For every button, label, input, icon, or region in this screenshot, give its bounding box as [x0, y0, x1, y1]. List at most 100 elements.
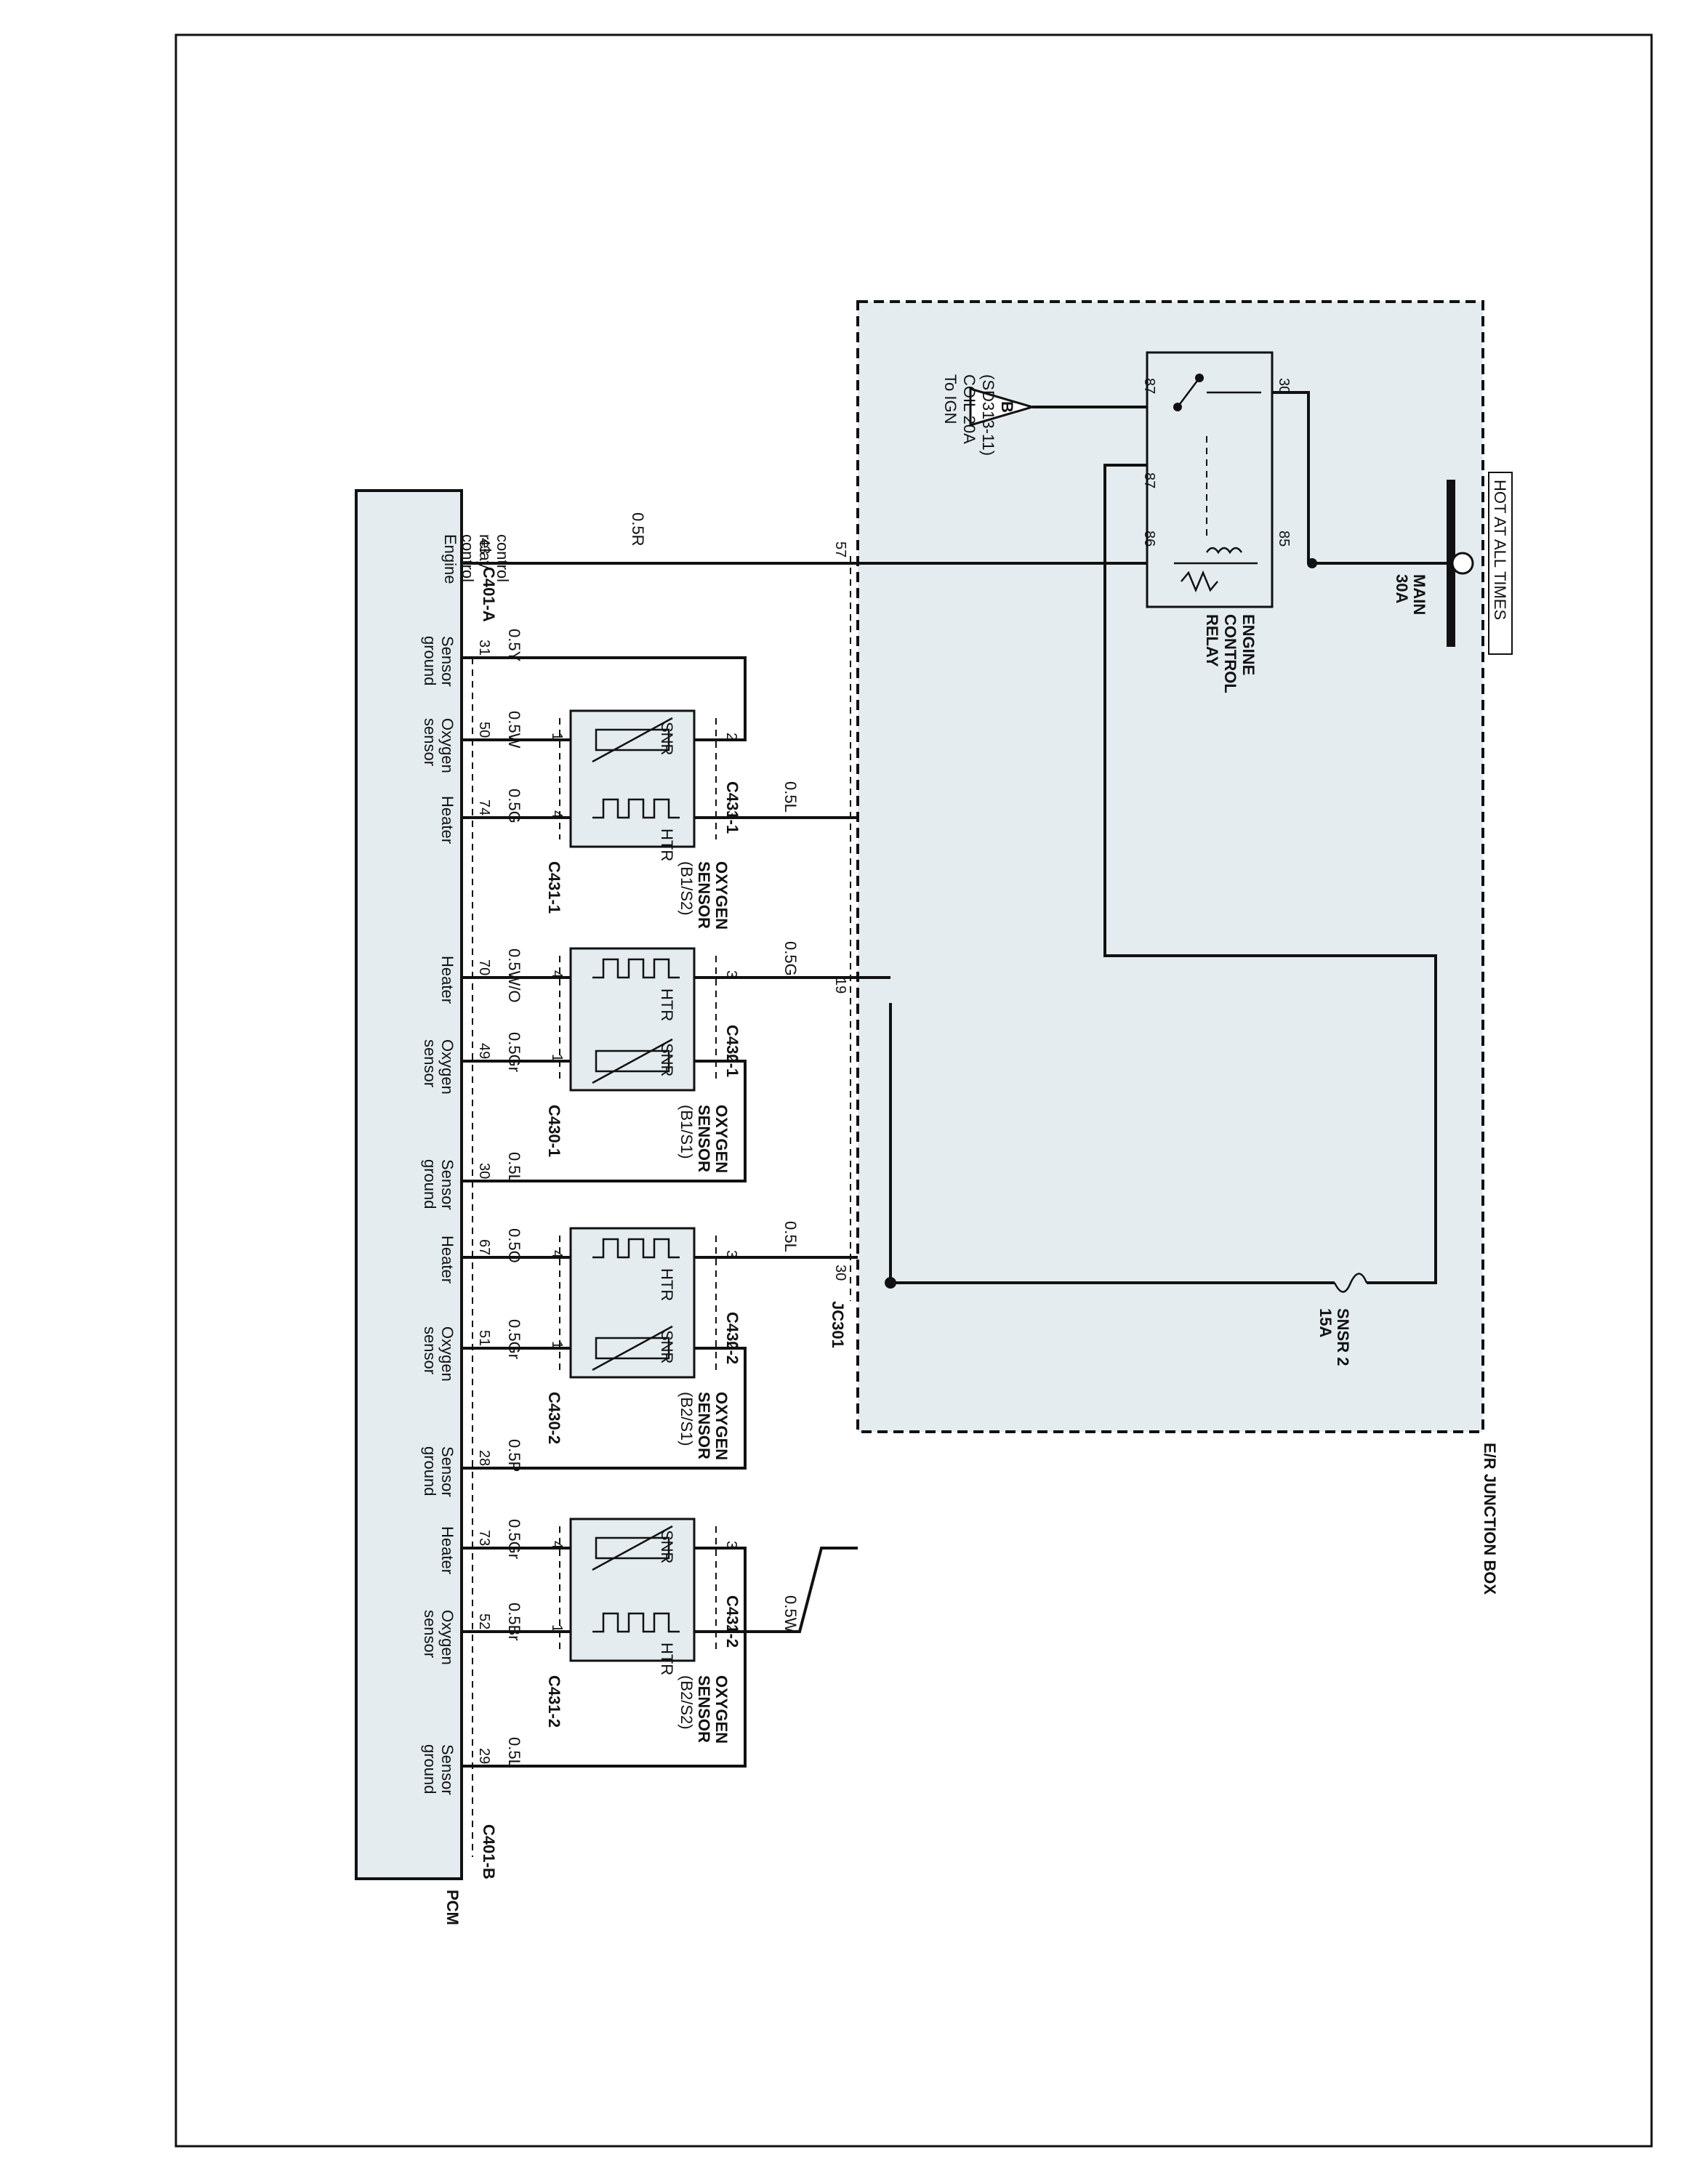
pcm-function-label-2: ground: [421, 1446, 439, 1496]
ign-ref-text: To IGN COIL 20A (SD313-11): [941, 374, 997, 456]
sensor-element-arrow: [592, 1525, 673, 1571]
relay-pin-86: 86: [1141, 531, 1157, 547]
pcm-function-label-2: ground: [421, 636, 439, 686]
pcm-function-label: Sensor: [438, 1446, 457, 1497]
sensor-pin: 2: [723, 733, 739, 741]
sensor-title: OXYGEN: [712, 861, 731, 930]
pcm-function-label: Heater: [438, 1236, 457, 1284]
pcm-function-label-2: ground: [421, 1744, 439, 1794]
pcm-wire-label: 0.5L: [505, 1152, 523, 1183]
heater-element: [592, 1612, 680, 1633]
pcm-pin-number: 73: [476, 1530, 492, 1546]
sensor-htr-label: HTR: [658, 829, 676, 861]
pcm-pin-number: 74: [476, 799, 492, 815]
sensor-title-2: SENSOR: [695, 1675, 713, 1743]
pcm-function-label: Oxygen: [438, 1326, 457, 1382]
junction-box: [856, 300, 1484, 1433]
pcm-pin-number: 30: [476, 1163, 492, 1179]
sensor-title-2: SENSOR: [695, 861, 713, 929]
jb-pin-19: 19: [832, 978, 848, 994]
jc-label: JC301: [829, 1301, 847, 1348]
pcm-wire-label: 0.5P: [505, 1439, 523, 1472]
sensor-element-arrow: [592, 1325, 673, 1371]
junction-box-label: E/R JUNCTION BOX: [1481, 1443, 1499, 1595]
sensor-element-arrow: [592, 1038, 673, 1084]
pcm-function-label-2: sensor: [421, 1039, 439, 1087]
sensor-title: OXYGEN: [712, 1105, 731, 1173]
sensor-pin: 3: [723, 810, 739, 818]
sensor-group: SNRHTROXYGENSENSOR(B1/S2)C431-1C431-1231…: [421, 629, 890, 1795]
sensor-pin: 1: [549, 1624, 565, 1632]
sensor-htr-label: HTR: [658, 1268, 676, 1301]
pcm-pin-43: 43: [476, 538, 492, 554]
pcm-function-label: Oxygen: [438, 718, 457, 773]
pcm-wire-label: 0.5W: [505, 711, 523, 749]
sensor-title-2: SENSOR: [695, 1392, 713, 1459]
pcm-wire-label: 0.5Br: [505, 1603, 523, 1641]
heater-feed-label: 0.5W: [781, 1595, 800, 1633]
sensor-top-connector: C431-1: [723, 781, 741, 834]
relay-resistor: [1181, 570, 1218, 593]
relay-30-wire: [1272, 391, 1310, 563]
pcm-pin-number: 67: [476, 1239, 492, 1255]
sensor-htr-label: HTR: [658, 988, 676, 1021]
jb-pin-57: 57: [832, 541, 848, 557]
sensor-snr-label: SNR: [658, 1530, 676, 1563]
relay-control-wire-label: 0.5R: [629, 512, 647, 546]
heater-element: [592, 798, 680, 819]
pcm-function-label: Oxygen: [438, 1039, 457, 1095]
sensor-pin: 1: [549, 1341, 565, 1349]
pcm-pin-number: 29: [476, 1748, 492, 1764]
snsr-fuse-label: SNSR 2 15A: [1316, 1308, 1352, 1371]
pcm-conn-a: C401-A: [480, 567, 498, 622]
pcm-wire-label: 0.5Gr: [505, 1319, 523, 1359]
sensor-pin: 4: [549, 1541, 565, 1549]
pcm-function-label: Heater: [438, 796, 457, 844]
pcm-pin-number: 28: [476, 1450, 492, 1466]
sensor-ground-wire: [462, 1060, 747, 1182]
sensor-title-2: SENSOR: [695, 1105, 713, 1172]
pcm-pin-number: 52: [476, 1613, 492, 1629]
sensor-pin: 4: [549, 970, 565, 978]
sensor-position: (B1/S1): [677, 1105, 696, 1159]
sensor-title: OXYGEN: [712, 1392, 731, 1460]
sensor-pin: 1: [549, 1054, 565, 1062]
pcm-function-label-2: sensor: [421, 1326, 439, 1374]
heater-element: [592, 958, 680, 979]
sensor-bottom-connector: C431-1: [545, 861, 563, 914]
sensor-htr-label: HTR: [658, 1643, 676, 1675]
pcm-pin-number: 31: [476, 640, 492, 656]
sensor-snr-label: SNR: [658, 722, 676, 755]
main-fuse-symbol: [1451, 552, 1474, 575]
pcm-function-label: Oxygen: [438, 1610, 457, 1665]
pcm-function-label: Sensor: [438, 1744, 457, 1795]
sensor-pin: 2: [723, 1341, 739, 1349]
oxygen-sensor-box: [569, 709, 696, 848]
jb-pin-30: 30: [832, 1265, 848, 1281]
relay-label: ENGINE: [1239, 614, 1258, 675]
sensor-pin: 3: [723, 970, 739, 978]
pcm-pin-number: 51: [476, 1330, 492, 1346]
pcm-pin-number: 49: [476, 1043, 492, 1059]
sensor-element: [595, 1536, 670, 1560]
sensor-pin: 4: [549, 810, 565, 818]
pcm-function-label-2: sensor: [421, 1610, 439, 1658]
sensor-ground-wire: [462, 656, 747, 741]
sensor-element: [595, 728, 670, 751]
oxygen-sensor-box: [569, 1227, 696, 1379]
sensor-top-connector: C431-2: [723, 1595, 741, 1648]
heater-feed-label: 0.5L: [781, 781, 800, 813]
pcm-function-label: Heater: [438, 1526, 457, 1574]
pcm-function-label: Heater: [438, 956, 457, 1004]
sensor-snr-label: SNR: [658, 1043, 676, 1076]
sensor-position: (B2/S2): [677, 1675, 696, 1730]
sensor-pin: 1: [549, 733, 565, 741]
pcm-pin-number: 70: [476, 959, 492, 975]
ign-ref-triangle: [969, 387, 1037, 427]
relay-switch-arm: [1177, 377, 1200, 408]
sensor-element: [595, 1337, 670, 1360]
heater-element: [592, 1238, 680, 1259]
oxygen-sensor-box: [569, 947, 696, 1092]
sensor-pin: 3: [723, 1250, 739, 1258]
